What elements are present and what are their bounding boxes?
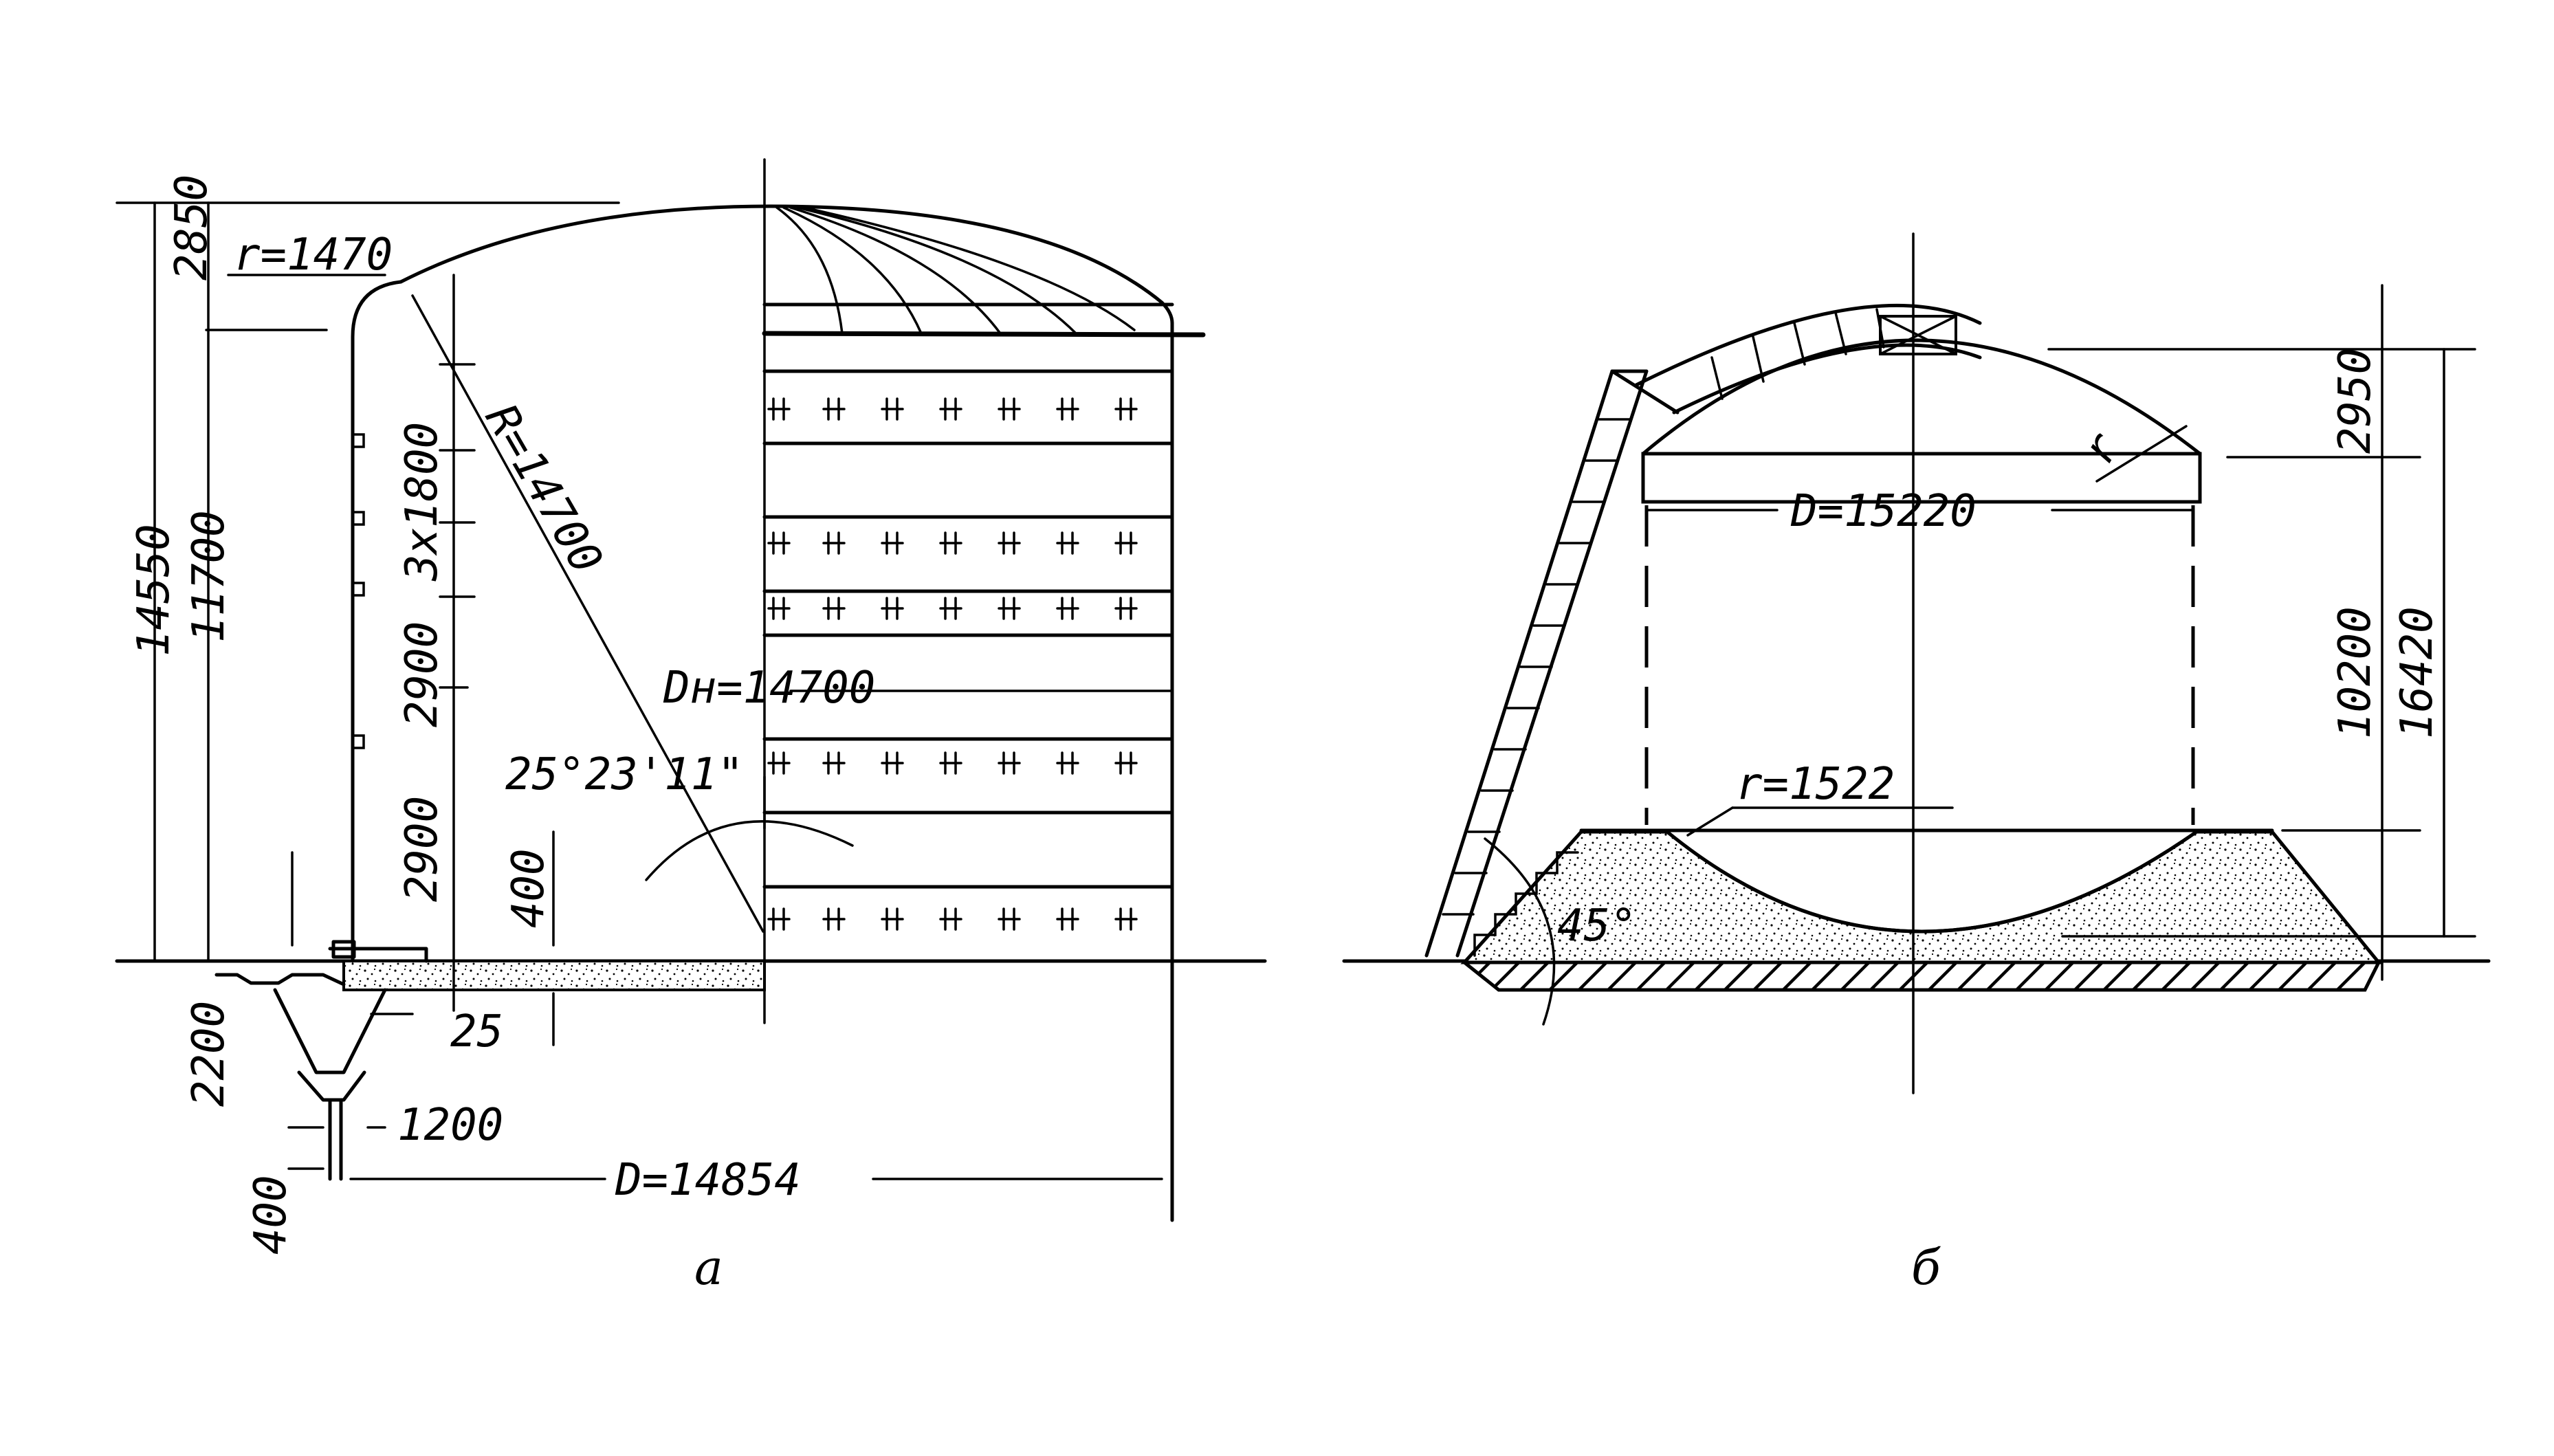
radius-line <box>411 294 764 933</box>
label-11700: 11700 <box>184 510 234 643</box>
wall-lugs <box>351 433 365 749</box>
label-16420: 16420 <box>2392 606 2443 739</box>
r-leader <box>2095 425 2188 483</box>
dimension-lines-right <box>2047 284 2476 981</box>
label-2200: 2200 <box>184 1001 234 1107</box>
ring-foundation <box>214 940 428 1181</box>
label-14550: 14550 <box>129 524 179 657</box>
label-25: 25 <box>450 1006 503 1057</box>
figure-b-tank: D=15220 r 2950 10200 16420 r=1522 45° б <box>1342 232 2491 1296</box>
label-dn14700: Dн=14700 <box>663 663 875 714</box>
label-d14854: D=14854 <box>615 1155 801 1206</box>
roof-truss-web <box>1710 308 1885 400</box>
label-2900-upper: 2900 <box>397 621 448 727</box>
label-d15220: D=15220 <box>1790 486 1977 537</box>
roof-truss-outer <box>1634 303 1982 387</box>
label-2900-lower: 2900 <box>397 796 448 902</box>
roof-truss-inner <box>1672 343 1982 415</box>
hatched-base <box>1459 960 2382 992</box>
top-dome <box>1641 338 2202 456</box>
r1522-leader <box>1686 806 1734 837</box>
figure-a-tank: 2850 14550 11700 r=1470 R=14700 3x1800 2… <box>115 158 1267 1296</box>
label-45: 45° <box>1557 901 1637 951</box>
caption-a: а <box>694 1239 723 1296</box>
dimension-lines-left <box>115 201 1163 1180</box>
label-2850: 2850 <box>166 175 217 280</box>
label-r1470: r=1470 <box>234 230 393 280</box>
tank-wall-left <box>351 280 403 963</box>
label-400-bottom: 400 <box>245 1175 296 1255</box>
caption-b: б <box>1911 1239 1941 1296</box>
label-2950: 2950 <box>2330 348 2381 454</box>
label-400-right: 400 <box>503 848 554 928</box>
dome-roof <box>399 204 1174 325</box>
foundation-slab <box>342 960 766 991</box>
label-10200: 10200 <box>2330 606 2381 739</box>
label-1200: 1200 <box>397 1100 503 1151</box>
label-angle: 25°23'11" <box>505 749 744 800</box>
label-3x1800: 3x1800 <box>397 422 448 582</box>
stairway <box>1424 369 1680 958</box>
angle-45-arc <box>1484 837 1556 1026</box>
angle-arc <box>645 820 854 881</box>
stiffener-rings <box>762 369 1174 931</box>
top-ring <box>1641 452 2202 504</box>
label-r1522: r=1522 <box>1736 759 1895 810</box>
bottom-arc <box>1665 830 2199 934</box>
roof-ribs <box>762 206 1206 338</box>
label-R14700: R=14700 <box>475 396 612 582</box>
